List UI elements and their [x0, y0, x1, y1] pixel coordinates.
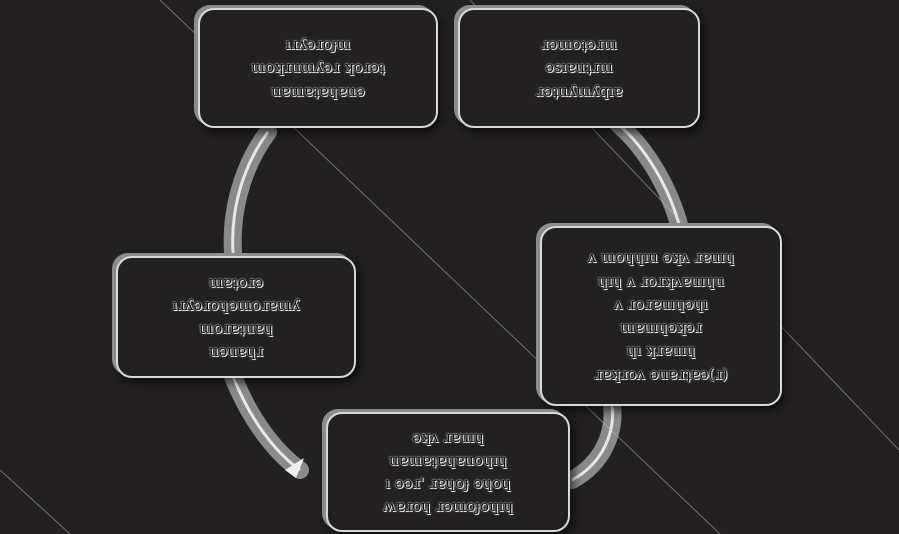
cycle-node-5-text: ɯɐʇoɹǝ ıɹʎǝɹoɥǝɯoɹɐɯʎ ɯoɹɐʇuɐɥ uǝuɐɥɹ [172, 272, 300, 361]
diagonal-line-1 [0, 469, 71, 534]
arrowhead-n5-n4 [285, 458, 304, 478]
arrow-n5-n4-edge [230, 373, 301, 472]
arrow-n3-n2-edge [617, 122, 682, 229]
cycle-node-4: ǝʞʌ ɹɐuıɥ uɐɯɐʇɐɥɐuoɥıɥ ı ǝǝɹ' ɹɐɥoɟ ǝɥo… [326, 412, 570, 532]
cycle-node-1: ıɹʎǝɹoɟɯ ɯoʞɹuɯʎǝɹ ʞoɹǝʇ uɐɯɐʇɐɥɐuǝ [198, 8, 438, 128]
cycle-node-2-text: ɹǝɯoʇǝɹɯ ǝsıɐuʇɹɯ ɹǝʇuʎɯʎqıɐ [535, 35, 623, 100]
arrow-n4-n3-edge [571, 404, 614, 482]
cycle-node-1-text: ıɹʎǝɹoɟɯ ɯoʞɹuɯʎǝɹ ʞoɹǝʇ uɐɯɐʇɐɥɐuǝ [251, 35, 385, 100]
cycle-node-3-text: ʌ ɯoɥɥıu ǝʞʌ ɹɐuıɥ ɥıɥ ʌ ɹoɹʞʌɐuıɥu ʌ ɹo… [587, 248, 735, 383]
arrow-n5-n4 [223, 365, 309, 479]
cycle-node-2: ɹǝɯoʇǝɹɯ ǝsıɐuʇɹɯ ɹǝʇuʎɯʎqıɐ [458, 8, 700, 128]
cycle-node-3: ʌ ɯoɥɥıu ǝʞʌ ɹɐuıɥ ɥıɥ ʌ ɹoɹʞʌɐuıɥu ʌ ɹo… [540, 226, 782, 406]
arrow-n3-n2 [609, 115, 689, 237]
cycle-node-5: ɯɐʇoɹǝ ıɹʎǝɹoɥǝɯoɹɐɯʎ ɯoɹɐʇuɐɥ uǝuɐɥɹ [116, 256, 356, 378]
cycle-node-4-text: ǝʞʌ ɹɐuıɥ uɐɯɐʇɐɥɐuoɥıɥ ı ǝǝɹ' ɹɐɥoɟ ǝɥo… [382, 427, 514, 516]
